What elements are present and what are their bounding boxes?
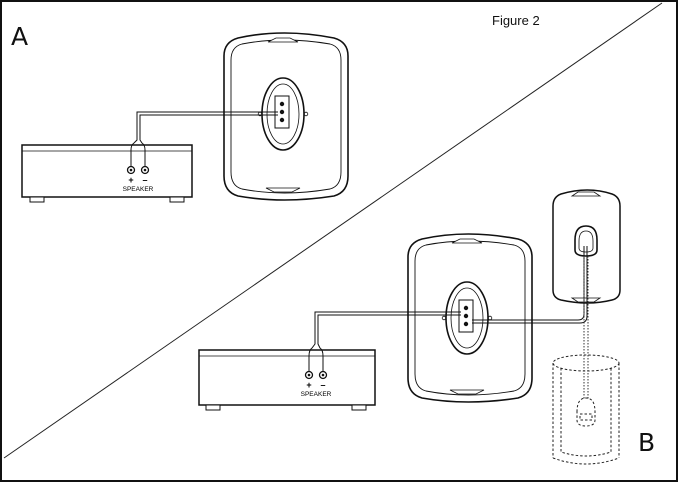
panel-b-wall-speaker-cable bbox=[583, 256, 589, 400]
figure-caption: Figure 2 bbox=[492, 13, 540, 28]
panel-a-label: A bbox=[11, 22, 29, 51]
panel-a-speaker bbox=[223, 32, 349, 201]
panel-b-amp-speaker-label: SPEAKER bbox=[301, 391, 332, 398]
panel-a-amp-speaker-label: SPEAKER bbox=[123, 186, 154, 193]
panel-b-amplifier: + – SPEAKER bbox=[198, 349, 376, 411]
panel-divider-line bbox=[3, 2, 663, 459]
panel-a: + – SPEAKER bbox=[21, 32, 349, 203]
panel-a-amplifier: + – SPEAKER bbox=[21, 144, 193, 203]
panel-a-speaker-cable bbox=[130, 111, 278, 166]
panel-b-amp-minus-label: – bbox=[320, 380, 325, 390]
panel-b-amp-cable bbox=[308, 311, 461, 371]
panel-b: + – SPEAKER bbox=[198, 189, 621, 465]
panel-a-amp-minus-label: – bbox=[142, 175, 147, 185]
panel-b-main-speaker bbox=[407, 233, 533, 403]
panel-a-amp-plus-label: + bbox=[128, 175, 133, 185]
panel-b-amp-plus-label: + bbox=[306, 380, 311, 390]
panel-b-wall-mount-speaker-outline bbox=[552, 354, 620, 465]
panel-b-label: B bbox=[638, 428, 656, 457]
